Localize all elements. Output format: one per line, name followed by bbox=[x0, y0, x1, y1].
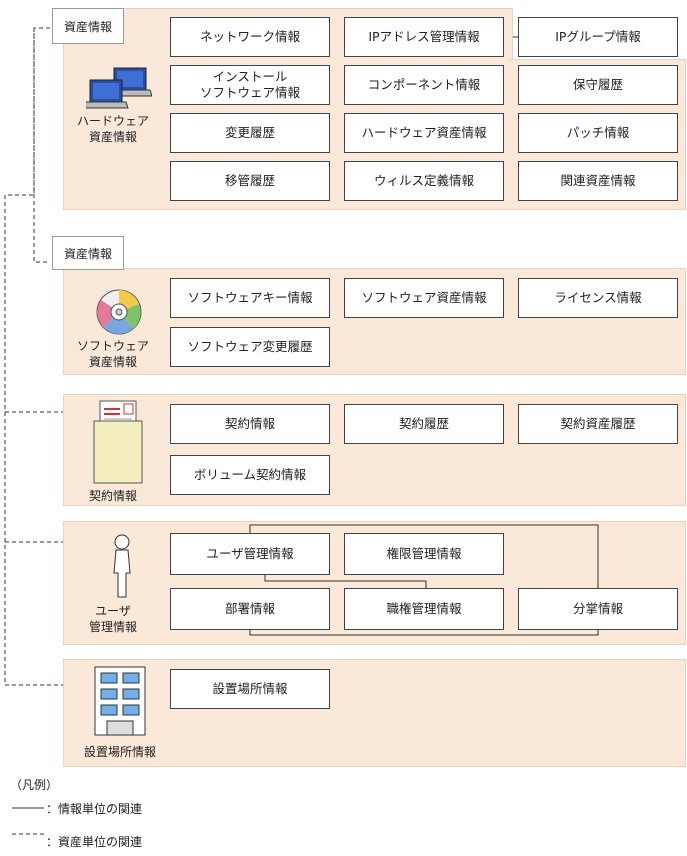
box-network-info: ネットワーク情報 bbox=[170, 17, 330, 57]
box-role-management-info: 職権管理情報 bbox=[344, 588, 504, 630]
location-panel bbox=[63, 659, 686, 767]
box-patch-info: パッチ情報 bbox=[518, 113, 678, 153]
contract-label: 契約情報 bbox=[88, 489, 137, 503]
box-contract-info: 契約情報 bbox=[170, 404, 330, 444]
legend-solid-line-label: ：情報単位の関連 bbox=[46, 802, 143, 816]
box-contract-asset-history: 契約資産履歴 bbox=[518, 404, 678, 444]
box-contract-history: 契約履歴 bbox=[344, 404, 504, 444]
box-software-change-history: ソフトウェア変更履歴 bbox=[170, 327, 330, 367]
box-license-info: ライセンス情報 bbox=[518, 278, 678, 318]
legend-title: （凡例） bbox=[10, 778, 59, 792]
laptop-icon bbox=[86, 67, 152, 109]
box-software-asset-info: ソフトウェア資産情報 bbox=[344, 278, 504, 318]
box-department-info: 部署情報 bbox=[170, 588, 330, 630]
dashed-connector-main bbox=[4, 28, 63, 686]
box-ip-address-info: IPアドレス管理情報 bbox=[344, 17, 504, 57]
box-change-history: 変更履歴 bbox=[170, 113, 330, 153]
box-hardware-asset-info: ハードウェア資産情報 bbox=[344, 113, 504, 153]
person-icon bbox=[113, 534, 131, 598]
dashed-connector-tabs bbox=[33, 27, 50, 263]
envelope-icon bbox=[93, 400, 143, 484]
box-related-asset-info: 関連資産情報 bbox=[518, 161, 678, 201]
location-label: 設置場所情報 bbox=[83, 745, 156, 759]
asset-tab-software: 資産情報 bbox=[52, 236, 124, 270]
box-authority-management-info: 権限管理情報 bbox=[344, 533, 504, 575]
asset-tab-hardware: 資産情報 bbox=[52, 8, 124, 44]
box-installed-software-info: インストール ソフトウェア情報 bbox=[170, 65, 330, 105]
legend-line-samples bbox=[12, 807, 44, 835]
legend-dashed-line-label: ：資産単位の関連 bbox=[46, 835, 143, 849]
software-label: ソフトウェア 資産情報 bbox=[76, 339, 149, 369]
building-icon bbox=[94, 666, 146, 736]
box-volume-contract-info: ボリューム契約情報 bbox=[170, 455, 330, 495]
hardware-label: ハードウェア 資産情報 bbox=[76, 114, 149, 144]
user-label: ユーザ 管理情報 bbox=[88, 604, 137, 634]
box-location-info: 設置場所情報 bbox=[170, 669, 330, 709]
disc-icon bbox=[96, 289, 142, 335]
box-maintenance-history: 保守履歴 bbox=[518, 65, 678, 105]
box-transfer-history: 移管履歴 bbox=[170, 161, 330, 201]
box-duty-assignment-info: 分掌情報 bbox=[518, 588, 678, 630]
box-virus-definition-info: ウィルス定義情報 bbox=[344, 161, 504, 201]
box-user-management-info: ユーザ管理情報 bbox=[170, 533, 330, 575]
box-component-info: コンポーネント情報 bbox=[344, 65, 504, 105]
box-software-key-info: ソフトウェアキー情報 bbox=[170, 278, 330, 318]
box-ip-group-info: IPグループ情報 bbox=[518, 17, 678, 57]
